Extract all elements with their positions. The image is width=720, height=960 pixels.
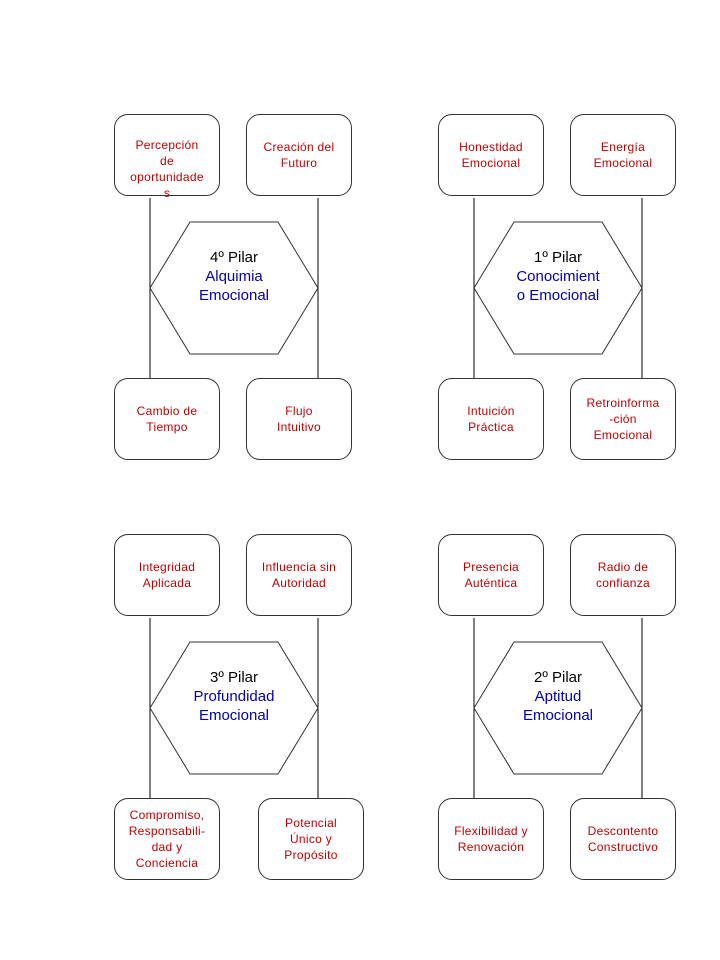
pillar-1-shapes bbox=[149, 198, 319, 378]
attribute-label: Intuición Práctica bbox=[467, 404, 515, 434]
attribute-label: Influencia sin Autoridad bbox=[261, 560, 337, 590]
attribute-label: Retroinforma -ción Emocional bbox=[586, 396, 660, 442]
pillar-number: 4º Pilar bbox=[210, 249, 258, 266]
pillar-name: Aptitud Emocional bbox=[522, 688, 594, 724]
attribute-label: Integridad Aplicada bbox=[138, 560, 196, 590]
attribute-box: Descontento Constructivo bbox=[570, 798, 676, 880]
pillar-number: 1º Pilar bbox=[534, 249, 582, 266]
pillar-2-shapes bbox=[473, 198, 643, 378]
attribute-box: Percepción de oportunidade s bbox=[114, 114, 220, 200]
pillar-name: Alquimia Emocional bbox=[198, 268, 270, 304]
attribute-label: Honestidad Emocional bbox=[459, 140, 523, 170]
attribute-label: Cambio de Tiempo bbox=[136, 404, 198, 434]
attribute-box: Flujo Intuitivo bbox=[246, 378, 352, 460]
attribute-label: Creación del Futuro bbox=[263, 140, 335, 170]
attribute-box: Compromiso, Responsabili- dad y Concienc… bbox=[114, 798, 220, 880]
pillar-hexagon bbox=[149, 641, 319, 775]
attribute-label: Presencia Auténtica bbox=[462, 560, 520, 590]
attribute-label: Radio de confianza bbox=[595, 560, 651, 590]
pillar-hexagon bbox=[149, 221, 319, 355]
attribute-label: Flujo Intuitivo bbox=[276, 404, 322, 434]
attribute-label: Potencial Único y Propósito bbox=[284, 816, 338, 862]
pillar-hexagon bbox=[473, 221, 643, 355]
attribute-box: Radio de confianza bbox=[570, 534, 676, 616]
attribute-box: Integridad Aplicada bbox=[114, 534, 220, 616]
pillar-number: 2º Pilar bbox=[534, 669, 582, 686]
attribute-label: Energía Emocional bbox=[593, 140, 653, 170]
pillar-name: Conocimient o Emocional bbox=[516, 268, 600, 304]
attribute-label: Percepción de oportunidade s bbox=[130, 138, 204, 200]
attribute-box: Honestidad Emocional bbox=[438, 114, 544, 196]
pillar-4-shapes bbox=[473, 618, 643, 798]
pillar-number: 3º Pilar bbox=[210, 669, 258, 686]
attribute-box: Intuición Práctica bbox=[438, 378, 544, 460]
attribute-label: Compromiso, Responsabili- dad y Concienc… bbox=[128, 808, 206, 870]
attribute-box: Flexibilidad y Renovación bbox=[438, 798, 544, 880]
attribute-box: Influencia sin Autoridad bbox=[246, 534, 352, 616]
attribute-box: Cambio de Tiempo bbox=[114, 378, 220, 460]
attribute-box: Potencial Único y Propósito bbox=[258, 798, 364, 880]
attribute-label: Descontento Constructivo bbox=[587, 824, 659, 854]
attribute-box: Creación del Futuro bbox=[246, 114, 352, 196]
attribute-box: Energía Emocional bbox=[570, 114, 676, 196]
attribute-label: Flexibilidad y Renovación bbox=[454, 824, 528, 854]
attribute-box: Retroinforma -ción Emocional bbox=[570, 378, 676, 460]
pillar-3-shapes bbox=[149, 618, 319, 798]
pillar-name: Profundidad Emocional bbox=[193, 688, 275, 724]
attribute-box: Presencia Auténtica bbox=[438, 534, 544, 616]
pillar-hexagon bbox=[473, 641, 643, 775]
